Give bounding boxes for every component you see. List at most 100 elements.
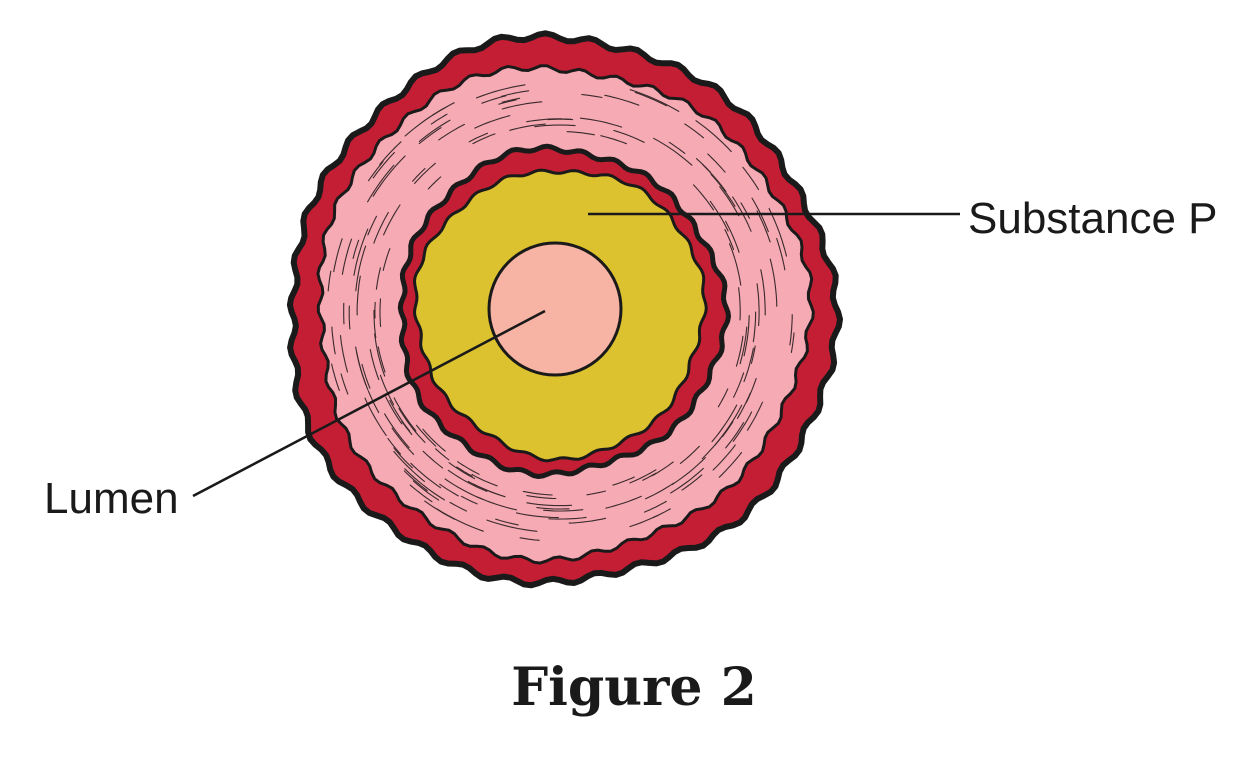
muscle-fiber-stroke — [327, 270, 332, 292]
muscle-fiber-stroke — [543, 509, 584, 512]
muscle-fiber-stroke — [473, 483, 500, 496]
muscle-fiber-stroke — [710, 173, 736, 207]
muscle-fiber-stroke — [457, 461, 480, 475]
muscle-fiber-stroke — [404, 468, 445, 501]
muscle-fiber-stroke — [756, 283, 760, 327]
muscle-fiber-stroke — [393, 450, 426, 483]
figure-caption: Figure 2 — [511, 657, 757, 718]
lumen-leader-line — [192, 309, 546, 498]
muscle-fiber-stroke — [712, 444, 736, 471]
muscle-fiber-stroke — [790, 332, 795, 353]
muscle-fiber-stroke — [586, 490, 606, 496]
muscle-fiber-stroke — [500, 90, 530, 97]
muscle-fiber-stroke — [568, 517, 607, 524]
muscle-fiber-stroke — [695, 158, 712, 174]
muscle-fiber-stroke — [605, 495, 642, 509]
muscle-fiber-stroke — [348, 305, 351, 330]
muscle-fiber-stroke — [501, 97, 521, 103]
muscle-fiber-stroke — [768, 207, 788, 257]
muscle-fiber-stroke — [746, 401, 764, 431]
muscle-fiber-stroke — [367, 164, 395, 203]
muscle-fiber-stroke — [670, 467, 704, 494]
muscle-fiber-stroke — [367, 215, 378, 236]
muscle-fiber-stroke — [732, 411, 753, 442]
muscle-fiber-stroke — [739, 326, 748, 365]
muscle-fiber-stroke — [629, 89, 680, 112]
muscle-fiber-stroke — [776, 237, 786, 271]
muscle-fiber-stroke — [374, 333, 386, 377]
muscle-fiber-stroke — [377, 346, 386, 373]
muscle-fiber-stroke — [651, 461, 674, 477]
muscle-fiber-stroke — [612, 476, 635, 486]
muscle-fiber-stroke — [340, 373, 349, 395]
muscle-fiber-stroke — [498, 99, 517, 105]
muscle-fiber-stroke — [668, 141, 686, 154]
muscle-fiber-stroke — [643, 500, 667, 513]
muscle-fiber-stroke — [475, 84, 526, 99]
muscle-fiber-stroke — [501, 101, 543, 110]
muscle-fiber-stroke — [352, 239, 360, 259]
muscle-fiber-stroke — [398, 408, 426, 443]
muscle-fiber-stroke — [740, 202, 750, 219]
muscle-fiber-stroke — [382, 248, 391, 271]
muscle-fiber-stroke — [536, 507, 570, 510]
muscle-fiber-stroke — [679, 445, 700, 464]
muscle-fiber-stroke — [724, 229, 735, 251]
muscle-fiber-stroke — [449, 501, 468, 512]
muscle-fiber-stroke — [468, 132, 489, 143]
muscle-fiber-stroke — [331, 363, 340, 391]
muscle-fiber-stroke — [707, 153, 726, 173]
muscle-fiber-stroke — [486, 519, 538, 532]
muscle-fiber-stroke — [629, 469, 657, 484]
muscle-fiber-stroke — [526, 502, 573, 507]
muscle-fiber-stroke — [634, 91, 667, 107]
muscle-fiber-stroke — [412, 167, 426, 182]
muscle-fiber-stroke — [356, 275, 361, 316]
muscle-fiber-stroke — [391, 427, 415, 455]
muscle-fiber-stroke — [438, 123, 465, 141]
muscle-fiber-stroke — [653, 137, 693, 166]
muscle-fiber-stroke — [711, 404, 738, 443]
muscle-fiber-stroke — [372, 151, 395, 179]
lumen-label: Lumen — [44, 474, 179, 523]
muscle-fiber-stroke — [401, 420, 413, 436]
muscle-fiber-stroke — [472, 133, 496, 145]
muscle-fiber-stroke — [456, 466, 473, 477]
muscle-fiber-stroke — [600, 135, 627, 145]
muscle-fiber-stroke — [353, 228, 369, 276]
muscle-fiber-stroke — [481, 95, 507, 104]
muscle-fiber-stroke — [519, 537, 540, 541]
muscle-fiber-stroke — [383, 204, 401, 236]
muscle-fiber-stroke — [760, 269, 766, 316]
muscle-fiber-stroke — [414, 162, 436, 185]
muscle-fiber-stroke — [645, 482, 675, 500]
muscle-fiber-stroke — [671, 457, 706, 485]
muscle-fiber-stroke — [738, 287, 741, 321]
muscle-fiber-stroke — [355, 350, 367, 386]
substance-p-label: Substance P — [968, 194, 1218, 243]
muscle-fiber-stroke — [742, 166, 760, 191]
muscle-fiber-stroke — [769, 258, 778, 307]
muscle-fiber-stroke — [718, 451, 743, 478]
muscle-fiber-stroke — [548, 516, 587, 520]
muscle-fiber-stroke — [369, 349, 380, 381]
muscle-fiber-stroke — [476, 496, 518, 511]
muscle-fiber-stroke — [375, 267, 381, 290]
muscle-fiber-stroke — [331, 326, 336, 355]
muscle-fiber-stroke — [613, 129, 645, 143]
muscle-fiber-stroke — [471, 473, 498, 487]
muscle-fiber-stroke — [379, 374, 395, 406]
muscle-fiber-stroke — [526, 495, 557, 500]
muscle-fiber-stroke — [355, 245, 367, 292]
muscle-fiber-stroke — [752, 311, 757, 343]
muscle-fiber-stroke — [460, 495, 478, 505]
muscle-fiber-stroke — [526, 118, 563, 123]
muscle-fiber-stroke — [515, 512, 559, 519]
muscle-fiber-stroke — [418, 119, 451, 142]
muscle-fiber-stroke — [379, 298, 382, 328]
muscle-fiber-stroke — [430, 113, 448, 125]
muscle-fiber-stroke — [743, 314, 750, 357]
muscle-fiber-stroke — [709, 200, 729, 232]
muscle-fiber-stroke — [509, 123, 546, 131]
